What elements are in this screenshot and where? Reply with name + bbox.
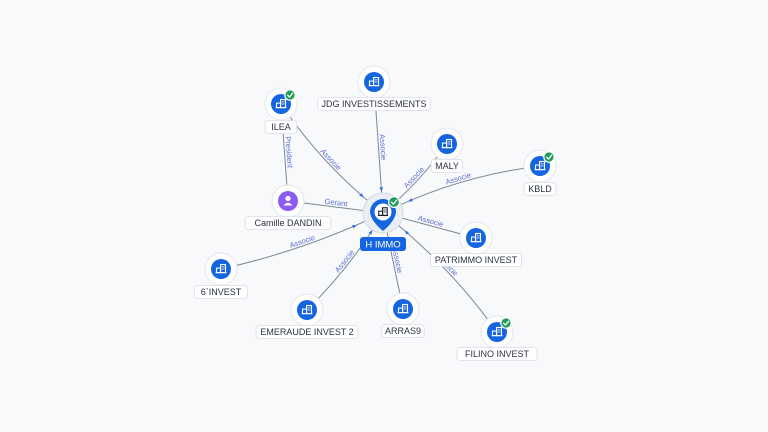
node-label-text: Camille DANDIN — [254, 218, 321, 228]
building-icon — [301, 304, 313, 315]
edge-label: Associe — [378, 134, 389, 161]
node-label-box — [523, 182, 557, 196]
node-arras9[interactable]: ARRAS9 — [381, 292, 425, 338]
edge-label: Associe — [288, 233, 316, 250]
building-icon — [470, 232, 482, 243]
node-jdg[interactable]: JDG INVESTISSEMENTS — [317, 65, 431, 111]
edge-label: Associe — [319, 147, 344, 172]
building-icon — [441, 138, 453, 149]
node-label-box — [244, 216, 332, 230]
node-label-text: 6`INVEST — [201, 287, 242, 297]
node-label-text: KBLD — [528, 184, 552, 194]
node-label[interactable]: Camille DANDIN — [244, 216, 332, 230]
node-label-box — [430, 159, 464, 173]
node-label[interactable]: 6`INVEST — [193, 285, 248, 299]
nodes-layer: JDG INVESTISSEMENTS ILEA MALY KBLD Camille D… — [193, 65, 557, 361]
verified-check-icon — [388, 196, 401, 209]
node-label-box — [255, 325, 359, 339]
node-label-box — [193, 285, 248, 299]
node-camille[interactable]: Camille DANDIN — [244, 184, 332, 230]
building-icon — [215, 263, 227, 274]
person-icon — [283, 195, 293, 206]
building-icon — [368, 76, 380, 87]
building-icon — [534, 160, 546, 171]
node-label[interactable]: FILINO INVEST — [456, 347, 538, 361]
building-icon — [275, 98, 287, 109]
node-ilea[interactable]: ILEA — [264, 87, 298, 134]
node-label[interactable]: ARRAS9 — [381, 324, 425, 338]
edge-line — [220, 212, 384, 270]
edge-label: Associe — [417, 213, 445, 228]
node-emeraude[interactable]: EMERAUDE INVEST 2 — [255, 293, 359, 339]
node-label[interactable]: PATRIMMO INVEST — [430, 253, 522, 267]
edge-arrow-icon — [404, 230, 409, 235]
node-label-box — [381, 324, 425, 338]
node-invest6[interactable]: 6`INVEST — [193, 252, 248, 299]
edge-arrow-icon — [359, 192, 364, 198]
verified-check-icon — [284, 89, 296, 101]
node-label-text: MALY — [435, 161, 459, 171]
edge-arrow-icon — [379, 187, 384, 192]
node-patrimmo[interactable]: PATRIMMO INVEST — [430, 221, 522, 267]
node-label[interactable]: KBLD — [523, 182, 557, 196]
node-kbld[interactable]: KBLD — [523, 149, 557, 196]
edge-label: Gerant — [324, 197, 349, 209]
node-filino[interactable]: FILINO INVEST — [456, 315, 538, 361]
node-label-box — [264, 120, 298, 134]
node-label-text: ILEA — [271, 122, 291, 132]
center-node[interactable]: H IMMO — [360, 192, 406, 251]
node-label-box — [317, 97, 431, 111]
edge-arrow-icon — [368, 230, 373, 235]
edge-label: President — [283, 136, 294, 169]
verified-check-icon — [543, 151, 555, 163]
node-label-text: JDG INVESTISSEMENTS — [321, 99, 426, 109]
node-label-box — [456, 347, 538, 361]
node-label-box — [430, 253, 522, 267]
building-icon — [491, 326, 503, 337]
center-label-text: H IMMO — [365, 240, 400, 251]
node-label-text: ARRAS9 — [385, 326, 421, 336]
edge-label: Associe — [333, 248, 356, 274]
edge-arrow-icon — [408, 198, 413, 202]
node-label-text: FILINO INVEST — [465, 349, 530, 359]
center-label-box — [360, 237, 406, 251]
node-label[interactable]: EMERAUDE INVEST 2 — [255, 325, 359, 339]
node-label-text: EMERAUDE INVEST 2 — [260, 327, 353, 337]
node-maly[interactable]: MALY — [430, 127, 464, 173]
verified-check-icon — [500, 317, 512, 329]
building-icon — [377, 207, 389, 216]
edge-label: Associe — [402, 165, 426, 190]
node-label[interactable]: MALY — [430, 159, 464, 173]
building-icon — [397, 303, 409, 314]
node-label[interactable]: JDG INVESTISSEMENTS — [317, 97, 431, 111]
edge-arrow-icon — [352, 225, 357, 229]
node-label-text: PATRIMMO INVEST — [435, 255, 518, 265]
center-label[interactable]: H IMMO — [360, 237, 406, 251]
node-label[interactable]: ILEA — [264, 120, 298, 134]
